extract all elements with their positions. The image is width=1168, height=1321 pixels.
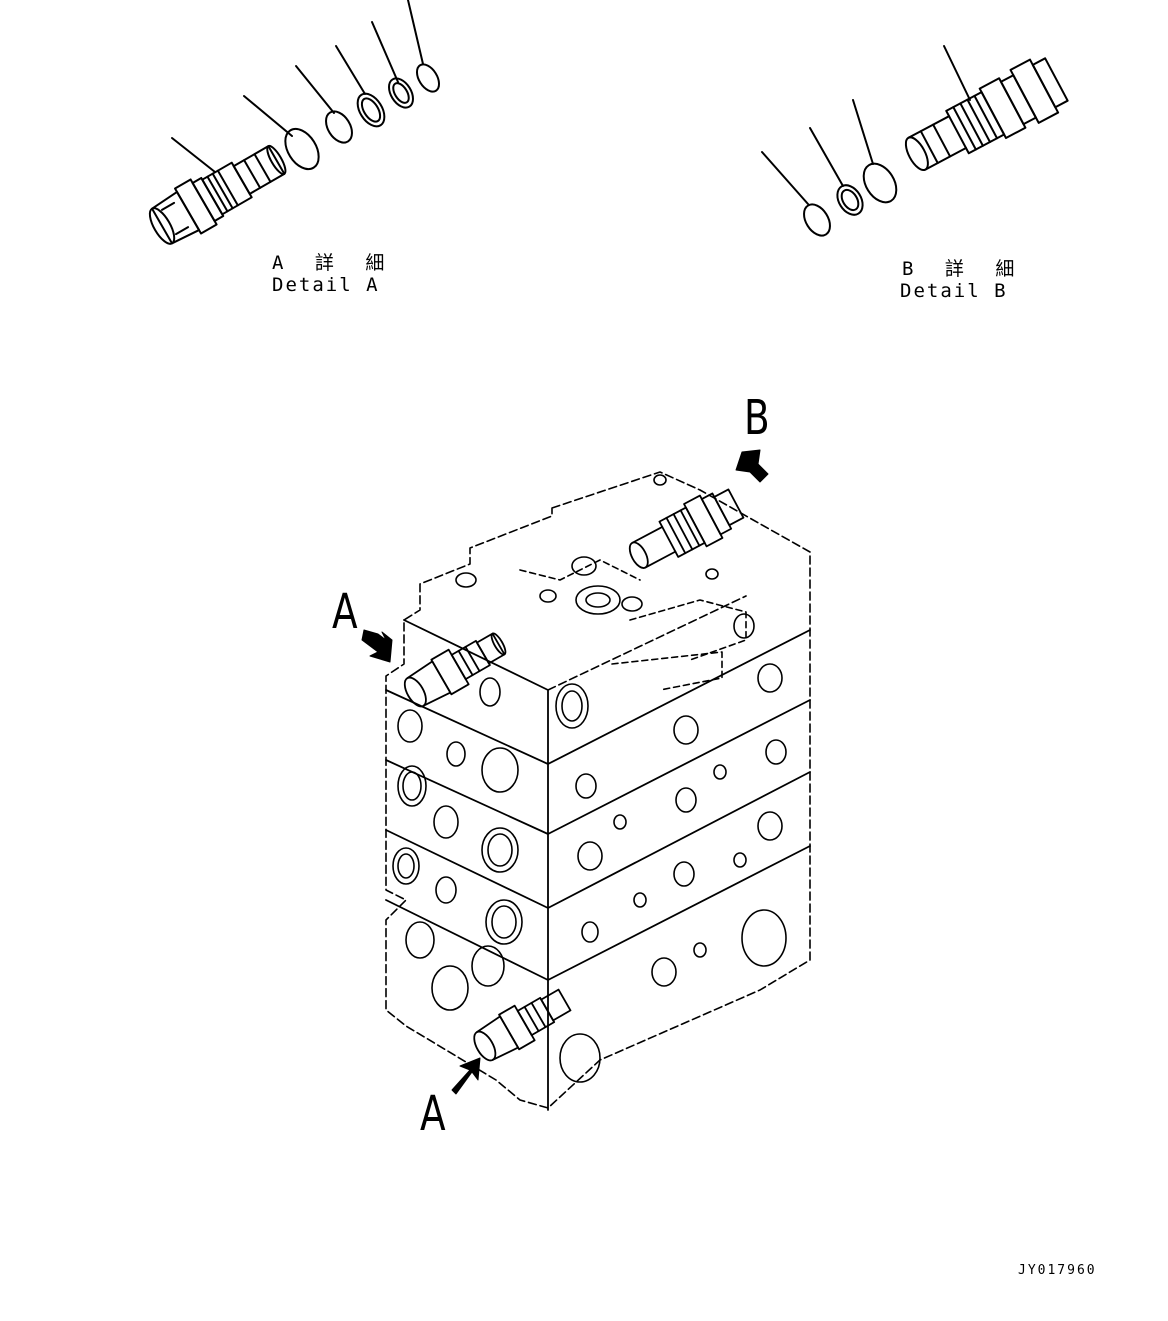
port-holes-right [576, 614, 786, 986]
detail-a-title-en: Detail A [272, 274, 380, 296]
o-ring [799, 200, 836, 240]
cartridge-mounted-upper-a [398, 625, 512, 714]
o-ring [412, 61, 443, 96]
callout-b-label: B [744, 390, 770, 446]
callout-a-upper-label: A [332, 584, 358, 640]
block-hidden-outline [386, 472, 810, 1108]
backup-ring [321, 107, 358, 147]
backup-ring [384, 74, 418, 112]
leader-line [336, 46, 365, 94]
backup-ring [352, 89, 390, 131]
arrow-b [736, 450, 768, 482]
o-ring [857, 158, 903, 208]
leader-line [296, 66, 334, 113]
leader-line [172, 138, 215, 172]
detail-b-title-en: Detail B [900, 280, 1008, 302]
leader-line [408, 0, 423, 64]
valve-cartridge-a [142, 135, 294, 253]
top-face-features [456, 475, 746, 690]
main-control-valve-assembly [386, 472, 810, 1110]
leader-line [810, 128, 843, 186]
port-holes-left [393, 678, 600, 1082]
leader-line [244, 96, 292, 136]
detail-a-exploded-view [142, 0, 443, 253]
drawing-code: JY017960 [1018, 1263, 1097, 1278]
o-ring [278, 123, 325, 175]
cartridge-mounted-b [621, 482, 747, 579]
backup-ring [832, 181, 868, 220]
arrow-a-upper [362, 630, 392, 662]
detail-b-exploded-view [762, 46, 1070, 240]
callout-a-lower-label: A [420, 1086, 446, 1142]
cartridge-mounted-lower-a [468, 983, 575, 1068]
arrow-a-lower [452, 1058, 480, 1094]
leader-line [944, 46, 970, 100]
leader-line [853, 100, 873, 164]
detail-a-title-jp: A 詳 細 [272, 252, 395, 274]
detail-b-title-jp: B 詳 細 [902, 258, 1025, 280]
valve-cartridge-b [896, 53, 1071, 184]
leader-line [762, 152, 808, 204]
leader-line [372, 22, 398, 82]
